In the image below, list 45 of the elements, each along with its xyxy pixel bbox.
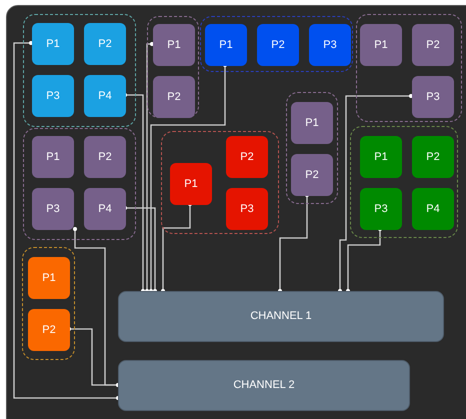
channel-box: CHANNEL 1: [118, 291, 444, 342]
port-box: P2: [412, 136, 454, 178]
port-box: P1: [170, 163, 212, 205]
connector-line: [161, 202, 192, 293]
group-frame: [286, 92, 338, 204]
port-box: P1: [360, 136, 402, 178]
channel-box: CHANNEL 2: [118, 360, 410, 411]
port-box: P2: [257, 24, 299, 66]
port-box: P3: [32, 75, 74, 117]
port-box: P1: [32, 23, 74, 65]
connector-line: [338, 94, 413, 293]
group-frame: [350, 126, 458, 238]
group-frame: [200, 16, 353, 72]
group-frame: [22, 247, 75, 360]
port-box: P3: [360, 188, 402, 230]
port-box: P1: [205, 24, 247, 66]
port-box: P2: [412, 24, 454, 66]
port-box: P3: [226, 188, 268, 230]
port-box: P1: [28, 257, 70, 299]
port-box: P2: [84, 136, 126, 178]
group-frame: [23, 128, 136, 240]
port-box: P1: [360, 24, 402, 66]
port-box: P4: [84, 188, 126, 230]
group-frame: [147, 16, 199, 118]
group-frame: [161, 131, 279, 234]
port-box: P2: [291, 154, 333, 196]
port-box: P4: [84, 75, 126, 117]
connector-line: [149, 63, 227, 293]
port-box: P1: [32, 136, 74, 178]
port-box: P1: [153, 24, 195, 66]
port-box: P4: [412, 188, 454, 230]
connector-line: [13, 41, 120, 400]
port-box: P2: [153, 76, 195, 118]
port-box: P3: [32, 188, 74, 230]
port-box: P2: [84, 23, 126, 65]
group-frame: [356, 14, 462, 122]
port-box: P1: [291, 102, 333, 144]
connector-line: [278, 193, 309, 293]
port-box: P3: [412, 76, 454, 118]
connector-line: [346, 227, 382, 293]
group-frame: [23, 14, 136, 127]
port-box: P2: [28, 309, 70, 351]
connector-line: [145, 42, 154, 293]
port-box: P3: [309, 24, 351, 66]
port-box: P2: [226, 136, 268, 178]
